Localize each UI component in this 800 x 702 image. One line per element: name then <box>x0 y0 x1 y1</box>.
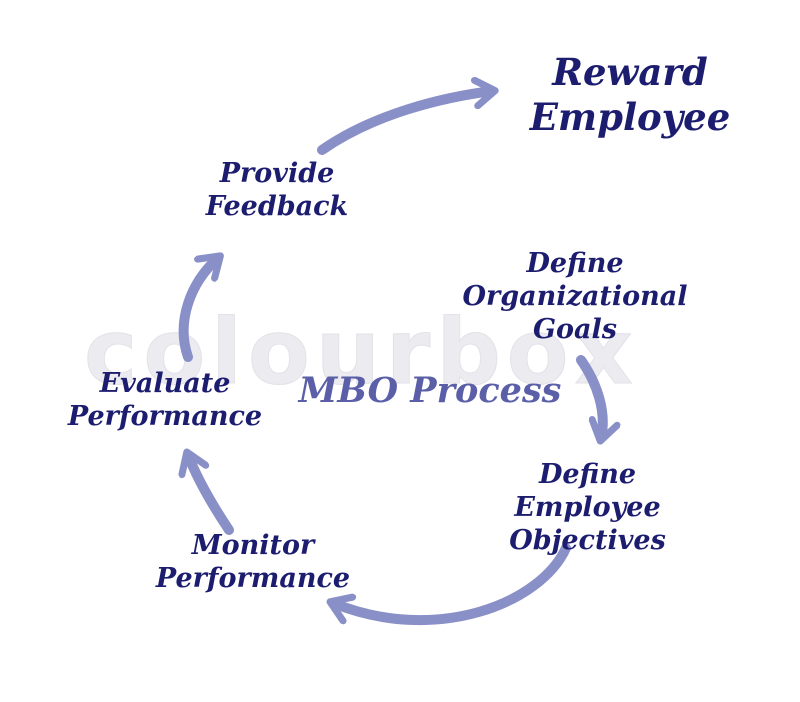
arrow-provide-feedback-to-reward-employee <box>317 91 492 155</box>
colourbox-watermark: colourbox <box>84 300 639 406</box>
node-provide-feedback: Provide Feedback <box>205 158 349 222</box>
node-monitor-performance: Monitor Performance <box>155 530 351 594</box>
arrow-monitor-performance-to-evaluate-performance <box>188 455 234 535</box>
node-define-employee-objectives: Define Employee Objectives <box>509 459 666 556</box>
node-define-organizational-goals: Define Organizational Goals <box>462 248 688 345</box>
arrow-evaluate-performance-to-provide-feedback <box>178 258 218 362</box>
arrow-define-employee-objectives-to-monitor-performance <box>333 543 571 626</box>
arrow-define-organizational-goals-to-define-employee-objectives <box>576 355 603 438</box>
node-reward-employee: Reward Employee <box>529 50 731 139</box>
node-evaluate-performance: Evaluate Performance <box>67 368 263 432</box>
diagram-title: MBO Process <box>298 370 562 411</box>
